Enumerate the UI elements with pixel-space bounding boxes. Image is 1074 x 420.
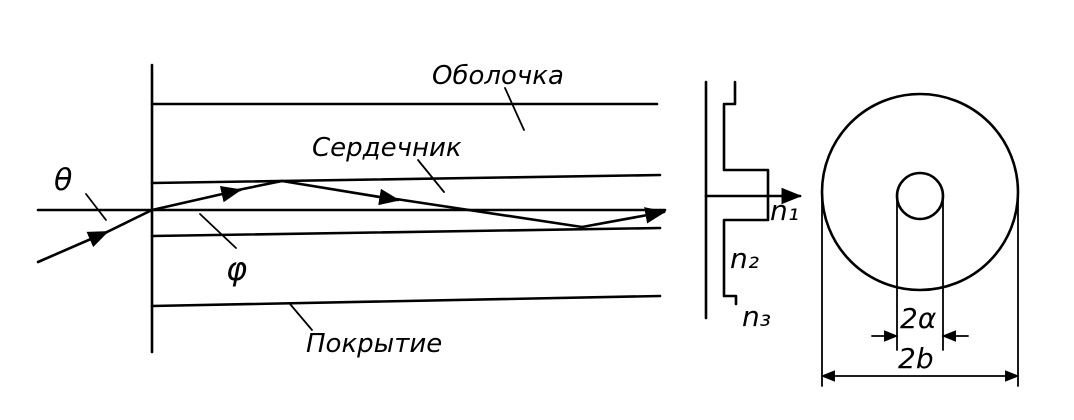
n1-label: n₁ [770,194,799,227]
cladding-leader [504,87,525,131]
cladding-circle [820,92,1020,292]
core-diameter-label: 2α [900,302,937,335]
reflected-ray-2b [394,197,584,229]
fiber-longitudinal-section: Оболочка Сердечник Покрытие θ φ [36,61,667,359]
phi-label: φ [226,250,247,288]
incident-ray-tail [103,208,154,235]
incident-ray [36,230,109,264]
n3-label: n₃ [742,300,771,333]
theta-label: θ [54,163,72,198]
core-bottom-boundary [150,226,662,238]
core-label: Сердечник [312,133,462,163]
refractive-index-profile: n₁ n₂ n₃ [704,80,803,333]
fiber-cross-section: 2α 2b [820,92,1020,387]
core-top-boundary [150,173,662,185]
coating-label: Покрытие [306,329,442,359]
refracted-ray-1 [150,186,243,212]
cladding-label: Оболочка [432,61,564,91]
core-leader [417,159,445,193]
phi-leader [199,213,237,249]
coating-leader [289,303,313,331]
reflected-ray-2 [280,179,401,206]
refracted-ray-1b [236,179,284,192]
core-circle [895,171,945,221]
n2-label: n₂ [730,242,759,275]
reflected-ray-3 [580,207,667,229]
outer-diameter-label: 2b [898,342,934,375]
cladding-bottom-boundary [150,294,662,308]
theta-leader [85,193,107,221]
